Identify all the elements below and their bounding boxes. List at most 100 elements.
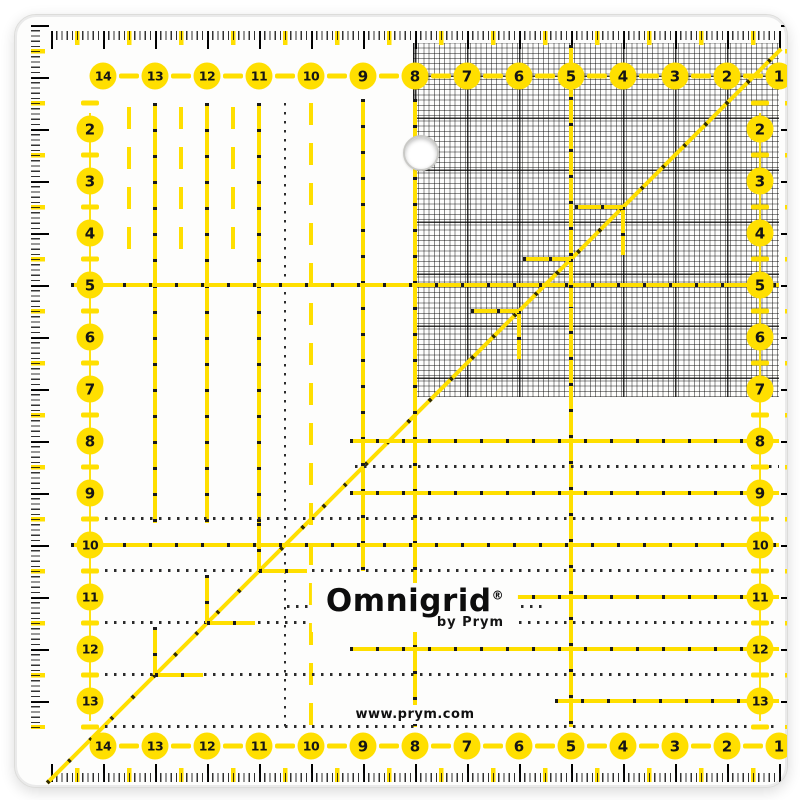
halfcm-dash-bottom [587,743,607,749]
grid-line-vertical [361,99,365,571]
edge-ticks-bottom [51,764,781,782]
cm-number-top: 2 [713,62,741,90]
halfcm-dash-left [81,360,99,366]
halfcm-dash-top [431,73,451,79]
grid-line-vertical [231,107,235,257]
grid-line-horizontal [471,309,519,313]
cm-number-right: 12 [746,635,774,663]
cm-number-bottom: 2 [713,732,741,760]
grid-line-horizontal [355,465,779,468]
cm-number-right: 6 [746,323,774,351]
cm-number-left: 11 [76,583,104,611]
halfcm-dash-left [81,256,99,262]
cm-number-left: 8 [76,427,104,455]
cm-number-bottom: 5 [557,732,585,760]
halfcm-dash-top [587,73,607,79]
grid-line-vertical [205,575,209,623]
grid-line-horizontal [105,673,779,676]
cm-number-top: 10 [297,62,325,90]
halfcm-dash-top [691,73,711,79]
cm-number-top: 9 [349,62,377,90]
halfcm-dash-right [751,100,769,106]
halfcm-dash-top [379,73,399,79]
halfcm-dash-top [171,73,191,79]
halfcm-dash-bottom [535,743,555,749]
halfcm-dash-top [275,73,295,79]
cm-number-top: 1 [765,62,787,90]
cm-number-left: 2 [76,115,104,143]
halfcm-dash-left [81,568,99,574]
halfcm-dash-right [751,464,769,470]
cm-number-left: 12 [76,635,104,663]
cm-number-right: 8 [746,427,774,455]
grid-line-vertical [205,103,209,523]
grid-line-horizontal [575,205,623,209]
cm-number-bottom: 4 [609,732,637,760]
halfcm-dash-right [751,308,769,314]
halfcm-dash-bottom [743,743,763,749]
edge-ticks-right [781,25,787,729]
halfcm-dash-top [639,73,659,79]
brand-name: Omnigrid® [325,583,505,619]
halfcm-dash-left [81,672,99,678]
halfcm-dash-top [483,73,503,79]
hanging-hole [403,135,439,171]
halfcm-dash-left [81,464,99,470]
grid-line-horizontal [71,543,779,547]
grid-line-horizontal [259,569,307,573]
cm-number-top: 11 [245,62,273,90]
halfcm-dash-right [751,412,769,418]
halfcm-dash-top [223,73,243,79]
halfcm-dash-right [751,620,769,626]
grid-line-vertical [569,45,573,727]
millimeter-grid [413,43,779,397]
halfcm-dash-left [81,100,99,106]
halfcm-dash-right [751,256,769,262]
cm-number-top: 8 [401,62,429,90]
cm-number-top: 4 [609,62,637,90]
halfcm-dash-bottom [119,743,139,749]
halfcm-dash-left [81,516,99,522]
cm-number-left: 9 [76,479,104,507]
grid-line-vertical [309,103,313,727]
halfcm-dash-bottom [223,743,243,749]
grid-line-vertical [621,207,625,255]
halfcm-dash-bottom [691,743,711,749]
grid-line-horizontal [350,491,779,495]
cm-number-right: 9 [746,479,774,507]
halfcm-dash-bottom [639,743,659,749]
halfcm-dash-right [751,152,769,158]
cm-number-right: 2 [746,115,774,143]
cm-number-left: 3 [76,167,104,195]
cm-number-right: 5 [746,271,774,299]
halfcm-dash-right [751,360,769,366]
halfcm-dash-left [81,412,99,418]
cm-number-left: 13 [76,687,104,715]
edge-ticks-left [31,25,49,729]
cm-number-bottom: 9 [349,732,377,760]
halfcm-dash-bottom [327,743,347,749]
cm-number-right: 11 [746,583,774,611]
grid-line-horizontal [105,569,779,572]
grid-line-vertical [153,103,157,523]
cm-number-bottom: 7 [453,732,481,760]
registered-mark: ® [491,588,505,603]
cm-number-right: 10 [746,531,774,559]
grid-line-horizontal [523,257,571,261]
cm-number-top: 7 [453,62,481,90]
cm-number-bottom: 10 [297,732,325,760]
grid-line-vertical [283,103,287,727]
grid-line-horizontal [105,725,779,728]
halfcm-dash-top [119,73,139,79]
halfcm-dash-bottom [379,743,399,749]
halfcm-dash-right [751,724,769,730]
halfcm-dash-bottom [171,743,191,749]
cm-number-top: 12 [193,62,221,90]
cm-number-right: 13 [746,687,774,715]
halfcm-dash-top [535,73,555,79]
halfcm-dash-bottom [431,743,451,749]
cm-number-bottom: 14 [89,732,117,760]
cm-number-right: 4 [746,219,774,247]
brand-logo: Omnigrid® by Prym [311,583,519,632]
